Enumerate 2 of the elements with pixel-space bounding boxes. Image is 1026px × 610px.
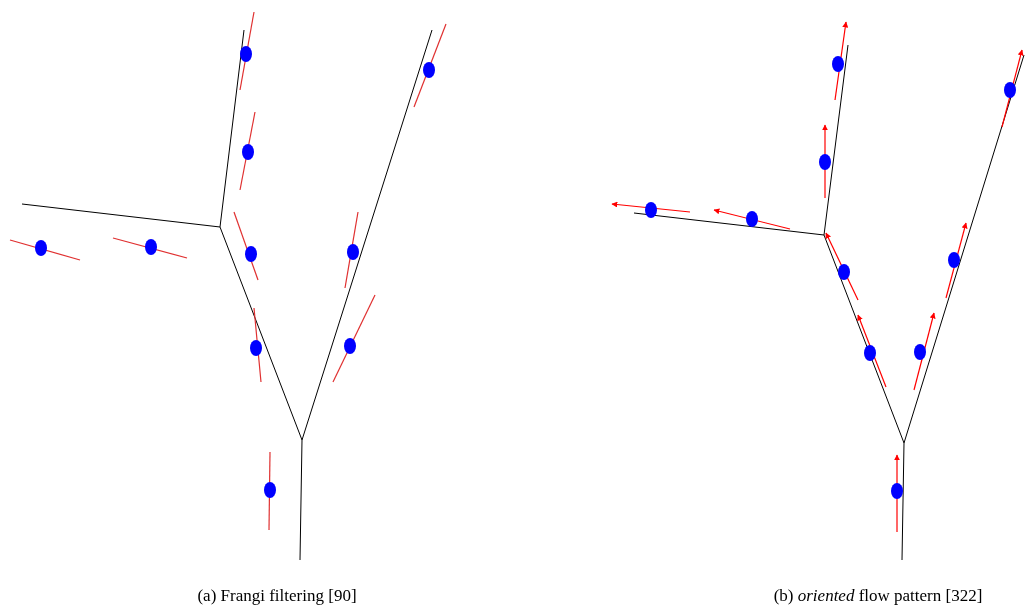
- figure-caption: (b) oriented flow pattern [322]: [773, 586, 983, 606]
- figure-caption: (a) Frangi filtering [90]: [197, 586, 357, 606]
